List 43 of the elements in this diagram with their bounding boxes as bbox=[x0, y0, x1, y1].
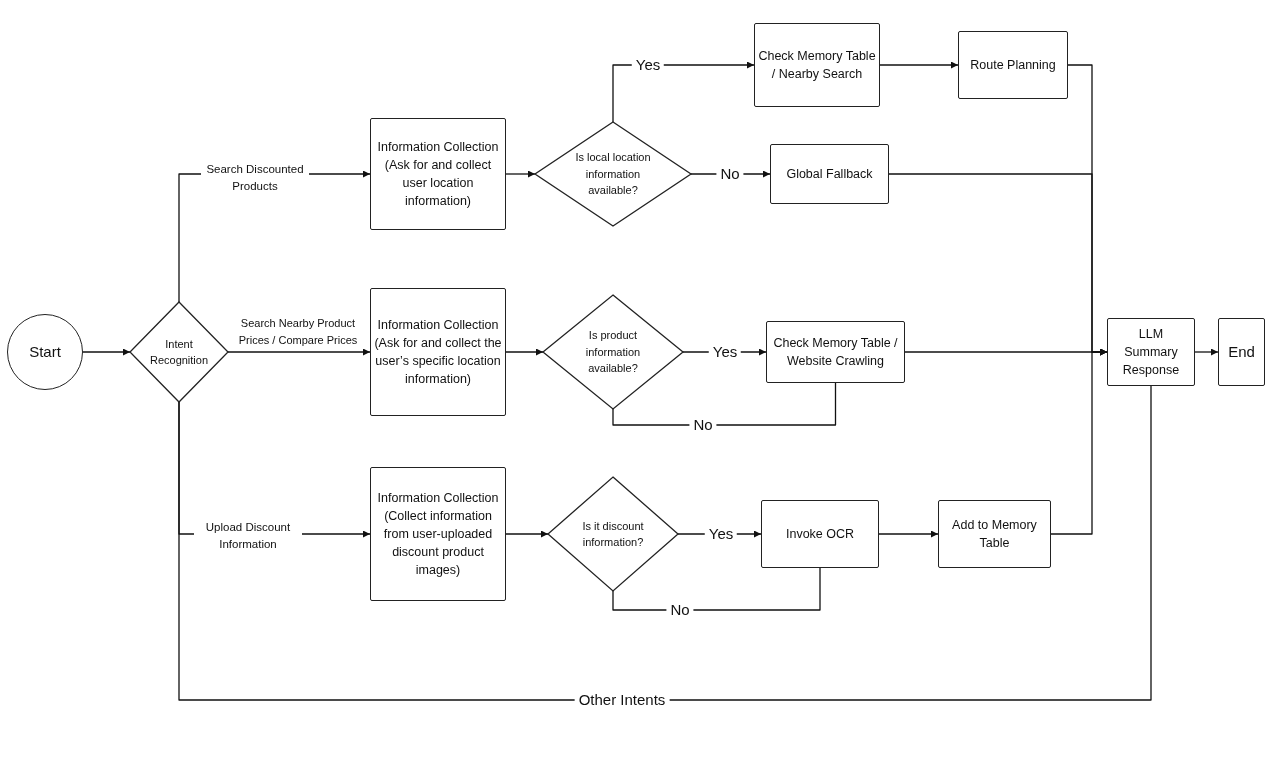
arrow bbox=[505, 530, 549, 538]
node-text: LLM Summary Response bbox=[1121, 325, 1181, 380]
node-text: Global Fallback bbox=[785, 165, 874, 183]
node-text: Information Collection (Ask for and collect user location information) bbox=[376, 138, 500, 211]
node-text: Start bbox=[28, 342, 62, 363]
node-text: Information Collection (Ask for and collect the user’s specific location information) bbox=[374, 316, 502, 389]
process-box bbox=[370, 118, 506, 230]
decision-diamond bbox=[535, 122, 691, 226]
connector-line bbox=[178, 385, 1152, 701]
arrow bbox=[505, 348, 544, 356]
node-text: Is product information available? bbox=[584, 328, 642, 377]
node-text: Is local location information available? bbox=[574, 150, 652, 199]
arrow bbox=[878, 530, 939, 538]
arrow bbox=[82, 348, 131, 356]
node-text: Add to Memory Table bbox=[951, 516, 1038, 552]
node-text: End bbox=[1227, 342, 1256, 363]
arrow bbox=[1050, 348, 1108, 535]
arrow bbox=[505, 170, 536, 178]
node-text: Invoke OCR bbox=[784, 525, 856, 543]
node-text: Information Collection (Collect information from user-uploaded discount product images) bbox=[376, 489, 500, 580]
process-box bbox=[1218, 318, 1265, 386]
node-text: Check Memory Table / Nearby Search bbox=[758, 47, 876, 83]
decision-diamond bbox=[130, 302, 228, 402]
decision-diamond bbox=[543, 295, 683, 409]
connector-line bbox=[612, 567, 821, 611]
process-box bbox=[370, 467, 506, 601]
process-box bbox=[1107, 318, 1195, 386]
process-box bbox=[754, 23, 880, 107]
process-box bbox=[766, 321, 905, 383]
node-text: Route Planning bbox=[969, 56, 1057, 74]
arrow bbox=[1194, 348, 1219, 356]
process-box bbox=[761, 500, 879, 568]
process-box bbox=[938, 500, 1051, 568]
node-text: Is it discount information? bbox=[581, 518, 645, 550]
process-box bbox=[370, 288, 506, 416]
arrow bbox=[227, 348, 371, 356]
process-box bbox=[770, 144, 889, 204]
process-box bbox=[958, 31, 1068, 99]
decision-diamond bbox=[548, 477, 678, 591]
arrow bbox=[879, 61, 959, 69]
node-text: Check Memory Table / Website Crawling bbox=[772, 334, 899, 370]
node-text: Intent Recognition bbox=[148, 336, 210, 368]
connector-line bbox=[612, 382, 837, 426]
